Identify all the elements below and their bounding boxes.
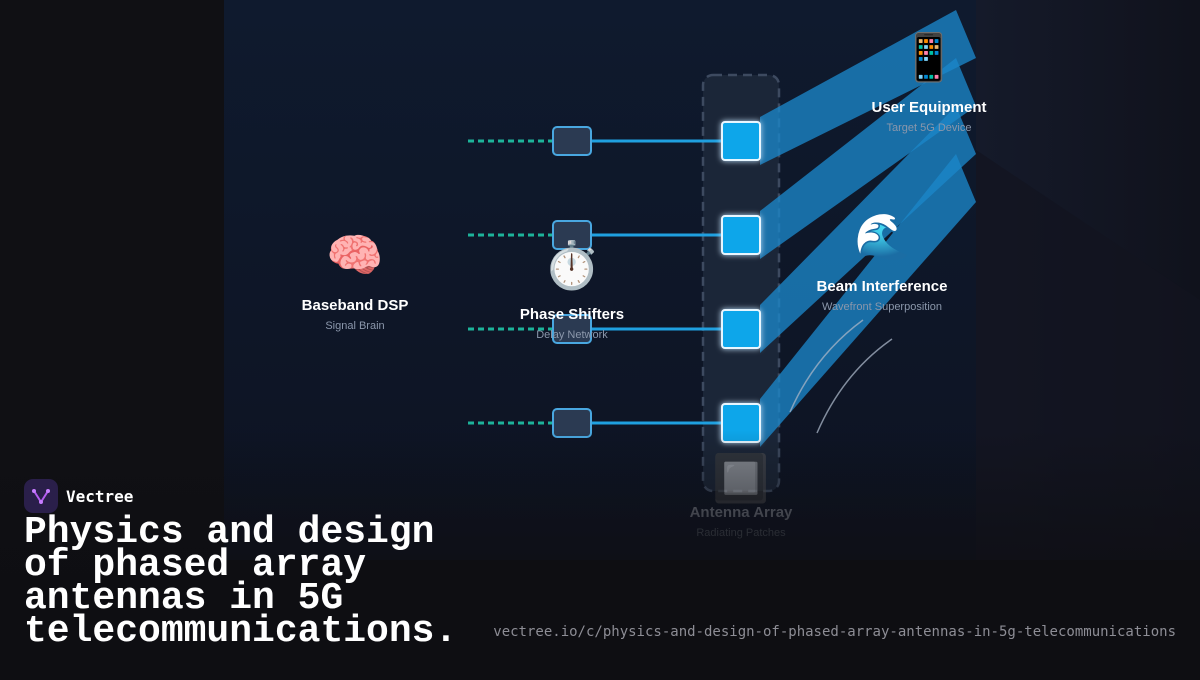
- antenna-array-subtitle: Radiating Patches: [696, 527, 786, 539]
- wavefront-arc: [816, 338, 893, 434]
- baseband-dsp-subtitle: Signal Brain: [325, 320, 385, 332]
- baseband-dsp-title: Baseband DSP: [301, 297, 409, 314]
- beam-interference-label: Beam Interference Wavefront Superpositio…: [817, 278, 948, 313]
- wavefront-arc: [789, 319, 864, 413]
- phase-shifters-title: Phase Shifters: [519, 306, 625, 323]
- user-equipment-subtitle: Target 5G Device: [886, 122, 972, 134]
- beam-lobe: [760, 106, 976, 353]
- page-title: Physics and design of phased array anten…: [24, 511, 458, 653]
- wavefront-arcs: [789, 319, 893, 434]
- chip-icon: 🔲: [712, 451, 770, 505]
- beam-lobe: [760, 58, 976, 259]
- page-url[interactable]: vectree.io/c/physics-and-design-of-phase…: [493, 624, 1176, 640]
- antenna-patch: [721, 403, 761, 443]
- wave-icon: 🌊: [853, 209, 911, 263]
- antenna-patch: [721, 215, 761, 255]
- phase-shifters-label: Phase Shifters Delay Network: [520, 306, 624, 341]
- phase-shifter-box: [552, 220, 592, 250]
- antenna-patch: [721, 309, 761, 349]
- brand-name: Vectree: [66, 486, 134, 506]
- phase-shifter-box: [552, 126, 592, 156]
- phase-shifter-box: [552, 408, 592, 438]
- stopwatch-icon: ⏱️: [543, 238, 601, 292]
- antenna-patch: [721, 121, 761, 161]
- user-equipment-title: User Equipment: [871, 99, 987, 116]
- vectree-logo-icon: [24, 479, 58, 513]
- brain-icon: 🧠: [326, 228, 384, 282]
- antenna-array-title: Antenna Array: [689, 504, 793, 521]
- user-equipment-label: User Equipment Target 5G Device: [871, 99, 986, 134]
- beam-interference-subtitle: Wavefront Superposition: [821, 301, 943, 313]
- beam-lobe: [760, 10, 976, 165]
- beam-interference-title: Beam Interference: [816, 278, 948, 295]
- beam-lobe: [760, 154, 976, 447]
- mobile-phone-icon: 📱: [900, 30, 958, 84]
- baseband-dsp-label: Baseband DSP Signal Brain: [302, 297, 409, 332]
- brand: Vectree: [24, 479, 133, 513]
- beam-group: [760, 10, 976, 447]
- antenna-array-label: Antenna Array Radiating Patches: [690, 504, 793, 539]
- phase-shifters-subtitle: Delay Network: [536, 329, 608, 341]
- phase-shifter-box: [552, 314, 592, 344]
